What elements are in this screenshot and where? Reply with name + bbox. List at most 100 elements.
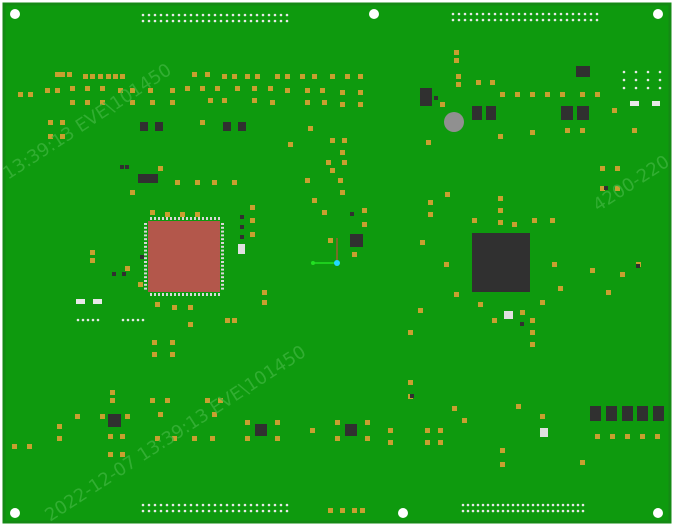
header-pin [195, 13, 199, 17]
header-pin [565, 18, 569, 22]
via [350, 212, 354, 216]
header-pin [207, 19, 211, 23]
smd-pad [55, 72, 60, 77]
header-pin [171, 509, 175, 513]
header-pin [171, 13, 175, 17]
header-pin [189, 503, 193, 507]
smd-pad [340, 90, 345, 95]
header-pin [565, 12, 569, 16]
smd-pad [172, 436, 177, 441]
header-pin [261, 509, 265, 513]
header-pin [201, 19, 205, 23]
mcu-pin [194, 293, 196, 296]
header-pin [91, 318, 95, 322]
smd-pad [565, 128, 570, 133]
smd-pad [195, 180, 200, 185]
header-pin [231, 13, 235, 17]
header-pin [471, 509, 475, 513]
smd-pad [100, 414, 105, 419]
mounting-holes [10, 9, 663, 518]
ic-bottom-right-1 [590, 406, 601, 421]
smd-pad [245, 436, 250, 441]
header-pin [551, 509, 555, 513]
smd-pad [285, 88, 290, 93]
smd-pad [165, 398, 170, 403]
smd-pad [358, 74, 363, 79]
header-pin [547, 18, 551, 22]
header-pin [147, 13, 151, 17]
header-pin [536, 503, 540, 507]
smd-pad [512, 222, 517, 227]
ic-large-qfn[interactable] [472, 233, 530, 292]
smd-pad [428, 212, 433, 217]
smd-pad [305, 178, 310, 183]
ic-qfn-center [350, 234, 363, 247]
smd-pad [498, 208, 503, 213]
smd-pad [205, 72, 210, 77]
mcu-pin [221, 261, 224, 263]
header-pin [451, 12, 455, 16]
mcu-pin [144, 257, 147, 260]
smd-pad [308, 126, 313, 131]
smd-pad [456, 74, 461, 79]
header-pin [469, 18, 473, 22]
smd-pad [275, 74, 280, 79]
header-pin [273, 19, 277, 23]
smd-pad [113, 74, 118, 79]
smd-pad [250, 205, 255, 210]
mounting-hole-icon [10, 508, 20, 518]
header-pin [249, 509, 253, 513]
header-pin [207, 13, 211, 17]
via [410, 394, 414, 398]
mounting-hole-icon [369, 9, 379, 19]
smd-pad [550, 218, 555, 223]
header-pin [634, 78, 638, 82]
header-pin [506, 509, 510, 513]
smd-pad [70, 86, 75, 91]
header-pin [153, 19, 157, 23]
header-pin [457, 12, 461, 16]
header-pin [551, 503, 555, 507]
header-pin [285, 503, 289, 507]
header-pin [171, 19, 175, 23]
highlighted-net[interactable] [311, 238, 340, 266]
header-pin [153, 13, 157, 17]
mcu-pins [144, 217, 224, 296]
mcu-pin [144, 230, 147, 233]
smd-pad [365, 436, 370, 441]
smd-pad [600, 166, 605, 171]
smd-pad [590, 268, 595, 273]
smd-pad [210, 436, 215, 441]
smd-pad [478, 302, 483, 307]
header-pin [487, 12, 491, 16]
ic-bottom-right-3 [622, 406, 633, 421]
smd-pad [57, 424, 62, 429]
header-pin [159, 509, 163, 513]
smd-pad [322, 210, 327, 215]
smd-pad [188, 305, 193, 310]
header-pin [243, 503, 247, 507]
smd-pad [212, 180, 217, 185]
header-pin [646, 86, 650, 90]
header-pin [285, 19, 289, 23]
ic-sot-left [138, 174, 158, 183]
mcu-pin [174, 217, 176, 220]
header-pin [521, 503, 525, 507]
header-pin [165, 509, 169, 513]
mounting-hole-icon [10, 9, 20, 19]
smd-pad [655, 434, 660, 439]
mcu-qfn-package[interactable] [144, 217, 224, 296]
header-pin [183, 19, 187, 23]
smd-pad [222, 74, 227, 79]
smd-pad [110, 390, 115, 395]
smd-pad [148, 88, 153, 93]
via [520, 322, 524, 326]
smd-pad [595, 92, 600, 97]
header-pin [183, 503, 187, 507]
header-pin [147, 509, 151, 513]
header-pin [279, 19, 283, 23]
header-pin [481, 12, 485, 16]
smd-pad [170, 88, 175, 93]
